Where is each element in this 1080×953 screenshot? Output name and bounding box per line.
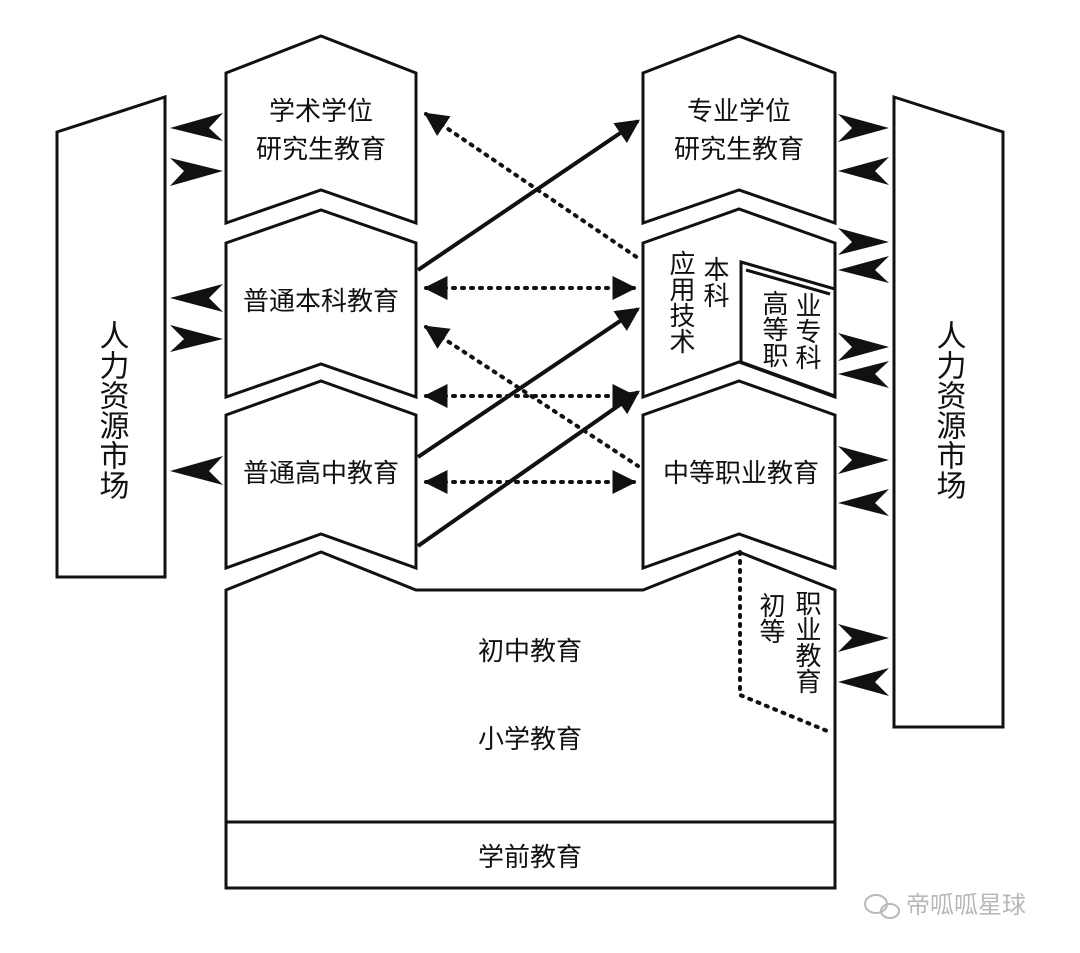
academic-graduate-box: 学术学位 研究生教育	[224, 34, 418, 226]
watermark: 帝呱呱星球	[864, 891, 1026, 919]
junior-high-label: 初中教育	[478, 637, 582, 667]
applied-undergraduate-label-2: 本科	[699, 256, 729, 308]
watermark-text: 帝呱呱星球	[906, 891, 1026, 919]
hr-market-right: 人力资源市场	[892, 94, 1005, 729]
secondary-vocational-label: 中等职业教育	[663, 459, 819, 489]
preschool-box: 学前教育	[224, 820, 837, 890]
higher-vocational-label-1: 高等职	[758, 290, 788, 368]
primary-vocational-region: 初等 职业教育	[738, 550, 834, 735]
regular-undergraduate-label: 普通本科教育	[243, 287, 399, 317]
regular-undergraduate-box: 普通本科教育	[224, 208, 418, 400]
academic-graduate-label-2: 研究生教育	[256, 135, 386, 165]
professional-graduate-label-2: 研究生教育	[674, 135, 804, 165]
professional-graduate-label-1: 专业学位	[687, 97, 791, 127]
general-high-school-label: 普通高中教育	[243, 459, 399, 489]
secondary-vocational-box: 中等职业教育	[641, 379, 837, 571]
general-high-school-box: 普通高中教育	[224, 379, 418, 571]
arrow-highschool-to-higher-voc	[416, 390, 640, 548]
primary-label: 小学教育	[478, 725, 582, 755]
arrow-undergrad-to-professional	[416, 119, 640, 272]
professional-graduate-box: 专业学位 研究生教育	[641, 34, 837, 226]
preschool-label: 学前教育	[478, 843, 582, 873]
dotted-academic-applied	[424, 112, 640, 260]
higher-vocational-label-2: 业专科	[791, 292, 821, 370]
hr-market-left-label: 人力资源市场	[94, 320, 129, 500]
compulsory-education-box: 初中教育 小学教育	[224, 550, 837, 824]
academic-graduate-label-1: 学术学位	[269, 97, 373, 127]
hr-market-left: 人力资源市场	[55, 94, 167, 579]
higher-vocational-box: 高等职 业专科	[739, 260, 837, 399]
wechat-icon	[864, 894, 900, 919]
hr-market-right-label: 人力资源市场	[931, 320, 966, 500]
primary-vocational-label-2: 职业教育	[791, 590, 821, 694]
primary-vocational-label-1: 初等	[755, 592, 785, 644]
arrow-highschool-to-applied	[416, 307, 640, 459]
left-chevrons	[170, 113, 223, 485]
right-chevrons	[838, 114, 889, 696]
applied-undergraduate-label-1: 应用技术	[665, 250, 695, 354]
